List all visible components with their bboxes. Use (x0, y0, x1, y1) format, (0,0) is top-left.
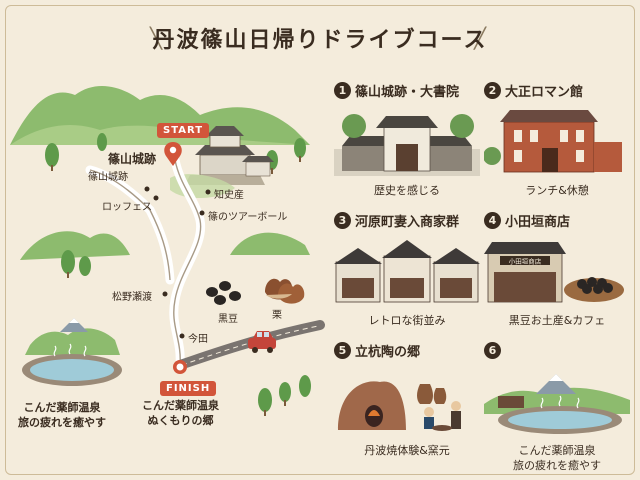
black-beans-illustration (206, 281, 241, 305)
label-lopfes: ロッフェス (102, 202, 152, 213)
spot-6: 6 こんだ薬師温泉 旅の疲れを癒やす (484, 340, 630, 473)
finish-pin (173, 360, 187, 374)
spot-number: 5 (334, 341, 351, 359)
start-label: START (157, 123, 210, 138)
label-sasayama-castle-sub: 篠山城跡 (88, 172, 128, 183)
label-matsunotoriwa: 松野瀬渡 (112, 292, 152, 303)
spot-name: 河原町妻入商家群 (355, 214, 460, 230)
spot-number: 2 (484, 81, 501, 99)
spot-name: 立杭陶の郷 (355, 344, 421, 360)
label-chisan: 知史産 (214, 190, 244, 201)
label-imada: 今田 (188, 334, 208, 345)
car-illustration (248, 331, 276, 353)
title-right-ornament: ╱ (474, 26, 487, 50)
road-edges (89, 159, 202, 366)
pottery-kiln-illustration (338, 381, 461, 431)
label-konda-finish: こんだ薬師温泉 ぬくもりの郷 (142, 399, 219, 427)
route-map-illustration (10, 85, 325, 416)
onsen-illustration (22, 318, 122, 386)
spot-name: 大正ロマン館 (505, 84, 584, 100)
map-markers (144, 186, 211, 339)
shop-sign-text: 小田垣商店 (509, 257, 542, 266)
spot-name: 小田垣商店 (505, 214, 571, 230)
label-tsuabol: 篠のツアーボール (208, 212, 288, 223)
castle-gate-illustration (334, 114, 480, 176)
spot-caption: レトロな街並み (368, 314, 446, 327)
spot-caption: ランチ&休憩 (525, 184, 589, 197)
route-map: START FINISH 篠山城跡 篠山城跡 ロッフェス 知史産 篠のツアーボー… (10, 70, 330, 470)
spot-caption: 黒豆お土産&カフェ (508, 314, 606, 327)
chestnuts-illustration (265, 278, 305, 304)
spot-caption: 歴史を感じる (374, 184, 440, 197)
mountain-right (230, 232, 310, 255)
shop-illustration: 小田垣商店 (484, 242, 624, 303)
label-kuri: 栗 (272, 310, 282, 321)
start-pin (164, 142, 182, 166)
page-title: 丹波篠山日帰りドライブコース (152, 28, 488, 53)
merchant-houses-illustration (334, 240, 480, 303)
spot-caption: こんだ薬師温泉 旅の疲れを癒やす (513, 444, 601, 472)
brick-building-illustration (483, 110, 622, 173)
spot-number: 4 (484, 211, 501, 229)
spot-number: 6 (484, 341, 501, 359)
label-sasayama-castle: 篠山城跡 (108, 152, 157, 166)
page-frame (5, 5, 635, 475)
label-kuromame: 黒豆 (218, 314, 238, 325)
mountain-left (20, 231, 130, 260)
onsen-spot-illustration (484, 374, 630, 434)
title-left-ornament: ╲ (150, 26, 163, 50)
spot-number: 1 (334, 81, 351, 99)
spot-name: 篠山城跡・大書院 (355, 84, 460, 100)
spot-caption: 丹波焼体験&窯元 (364, 444, 450, 457)
label-onsen-left: こんだ薬師温泉 旅の疲れを癒やす (18, 401, 106, 429)
spot-number: 3 (334, 211, 351, 229)
finish-label: FINISH (160, 381, 217, 396)
